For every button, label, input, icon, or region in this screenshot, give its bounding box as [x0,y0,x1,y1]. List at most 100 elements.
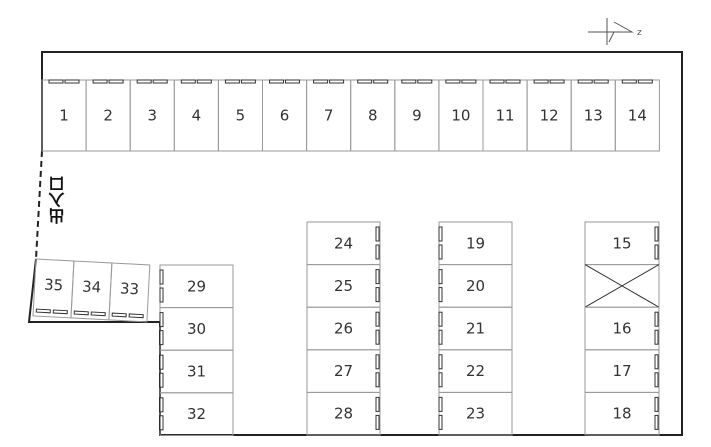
wheel-stop [654,226,659,242]
wheel-stop [357,79,373,84]
parking-space-1[interactable]: 1 [41,79,87,152]
wheel-stop [128,313,144,319]
entrance-line [35,150,43,260]
wheel-stop [417,79,433,84]
parking-space-11[interactable]: 11 [482,79,528,152]
wheel-stop [549,79,565,84]
parking-space-34[interactable]: 34 [70,260,113,321]
space-number: 33 [120,279,140,298]
parking-space-19[interactable]: 19 [438,221,513,266]
parking-space-31[interactable]: 31 [159,349,234,394]
parking-space-30[interactable]: 30 [159,307,234,351]
space-number: 20 [466,277,485,295]
space-number: 24 [334,234,353,252]
parking-space-8[interactable]: 8 [350,79,396,152]
space-number: 1 [59,107,69,125]
parking-space-35[interactable]: 35 [32,258,75,319]
parking-space-10[interactable]: 10 [438,79,484,152]
wheel-stop [136,79,152,84]
wheel-stop [445,79,461,84]
parking-space-28[interactable]: 28 [306,391,381,436]
space-number: 4 [192,107,202,125]
wheel-stop [159,397,164,413]
space-number: 25 [334,277,353,295]
parking-space-17[interactable]: 17 [584,349,660,393]
parking-space-25[interactable]: 25 [306,264,381,308]
wheel-stop [375,396,380,412]
wheel-stop [108,79,124,84]
space-number: 11 [496,107,515,125]
wheel-stop [159,287,164,303]
space-number: 9 [412,107,422,125]
wheel-stop [159,312,164,328]
parking-space-23[interactable]: 23 [438,391,513,436]
parking-space-18[interactable]: 18 [584,391,660,436]
space-number: 12 [540,107,559,125]
wheel-stop [375,329,380,345]
parking-space-24[interactable]: 24 [306,221,381,266]
parking-space-12[interactable]: 12 [526,79,572,152]
no-parking-area [584,264,660,308]
space-number: 2 [103,107,113,125]
parking-space-9[interactable]: 9 [394,79,440,152]
lot-boundary [27,51,683,436]
wheel-stop [159,354,164,370]
wheel-stop [489,79,505,84]
wheel-stop [637,79,653,84]
parking-space-2[interactable]: 2 [85,79,131,152]
parking-space-32[interactable]: 32 [159,392,234,436]
parking-space-26[interactable]: 26 [306,306,381,351]
space-number: 35 [44,275,64,294]
wheel-stop [64,79,80,84]
parking-space-27[interactable]: 27 [306,349,381,393]
wheel-stop [159,372,164,388]
parking-space-3[interactable]: 3 [129,79,175,152]
wheel-stop [654,354,659,370]
parking-space-6[interactable]: 6 [262,79,308,152]
wheel-stop [438,372,443,388]
wheel-stop [654,372,659,388]
parking-space-13[interactable]: 13 [570,79,616,152]
wheel-stop [438,244,443,260]
wheel-stop [285,79,300,84]
wheel-stop [577,79,593,84]
parking-space-15[interactable]: 15 [584,221,660,266]
parking-space-16[interactable]: 16 [584,306,660,351]
space-number: 7 [324,107,334,125]
wheel-stop [111,312,127,318]
wheel-stop [593,79,609,84]
wheel-stop [654,414,659,430]
space-number: 18 [612,405,631,423]
parking-space-21[interactable]: 21 [438,306,513,351]
parking-space-7[interactable]: 7 [306,79,352,152]
space-number: 34 [82,277,102,296]
wheel-stop [152,79,168,84]
parking-space-5[interactable]: 5 [217,79,263,152]
wheel-stop [224,79,240,84]
space-number: 26 [334,320,353,338]
wheel-stop [621,79,637,84]
wheel-stop [438,354,443,370]
parking-space-29[interactable]: 29 [159,264,234,309]
parking-space-20[interactable]: 20 [438,264,513,308]
wheel-stop [375,244,380,260]
space-number: 16 [612,320,631,338]
wheel-stop [654,311,659,327]
space-number: 14 [628,107,647,125]
space-number: 19 [466,234,485,252]
wheel-stop [505,79,521,84]
wheel-stop [375,287,380,303]
parking-space-33[interactable]: 33 [108,262,151,323]
parking-space-14[interactable]: 14 [614,79,660,152]
space-number: 32 [187,405,206,423]
space-number: 31 [187,363,206,381]
parking-space-22[interactable]: 22 [438,349,513,393]
wheel-stop [90,311,106,317]
wheel-stop [375,354,380,370]
space-number: 13 [584,107,603,125]
wheel-stop [159,330,164,346]
wheel-stop [35,308,51,314]
wheel-stop [73,310,89,316]
parking-space-4[interactable]: 4 [173,79,219,152]
